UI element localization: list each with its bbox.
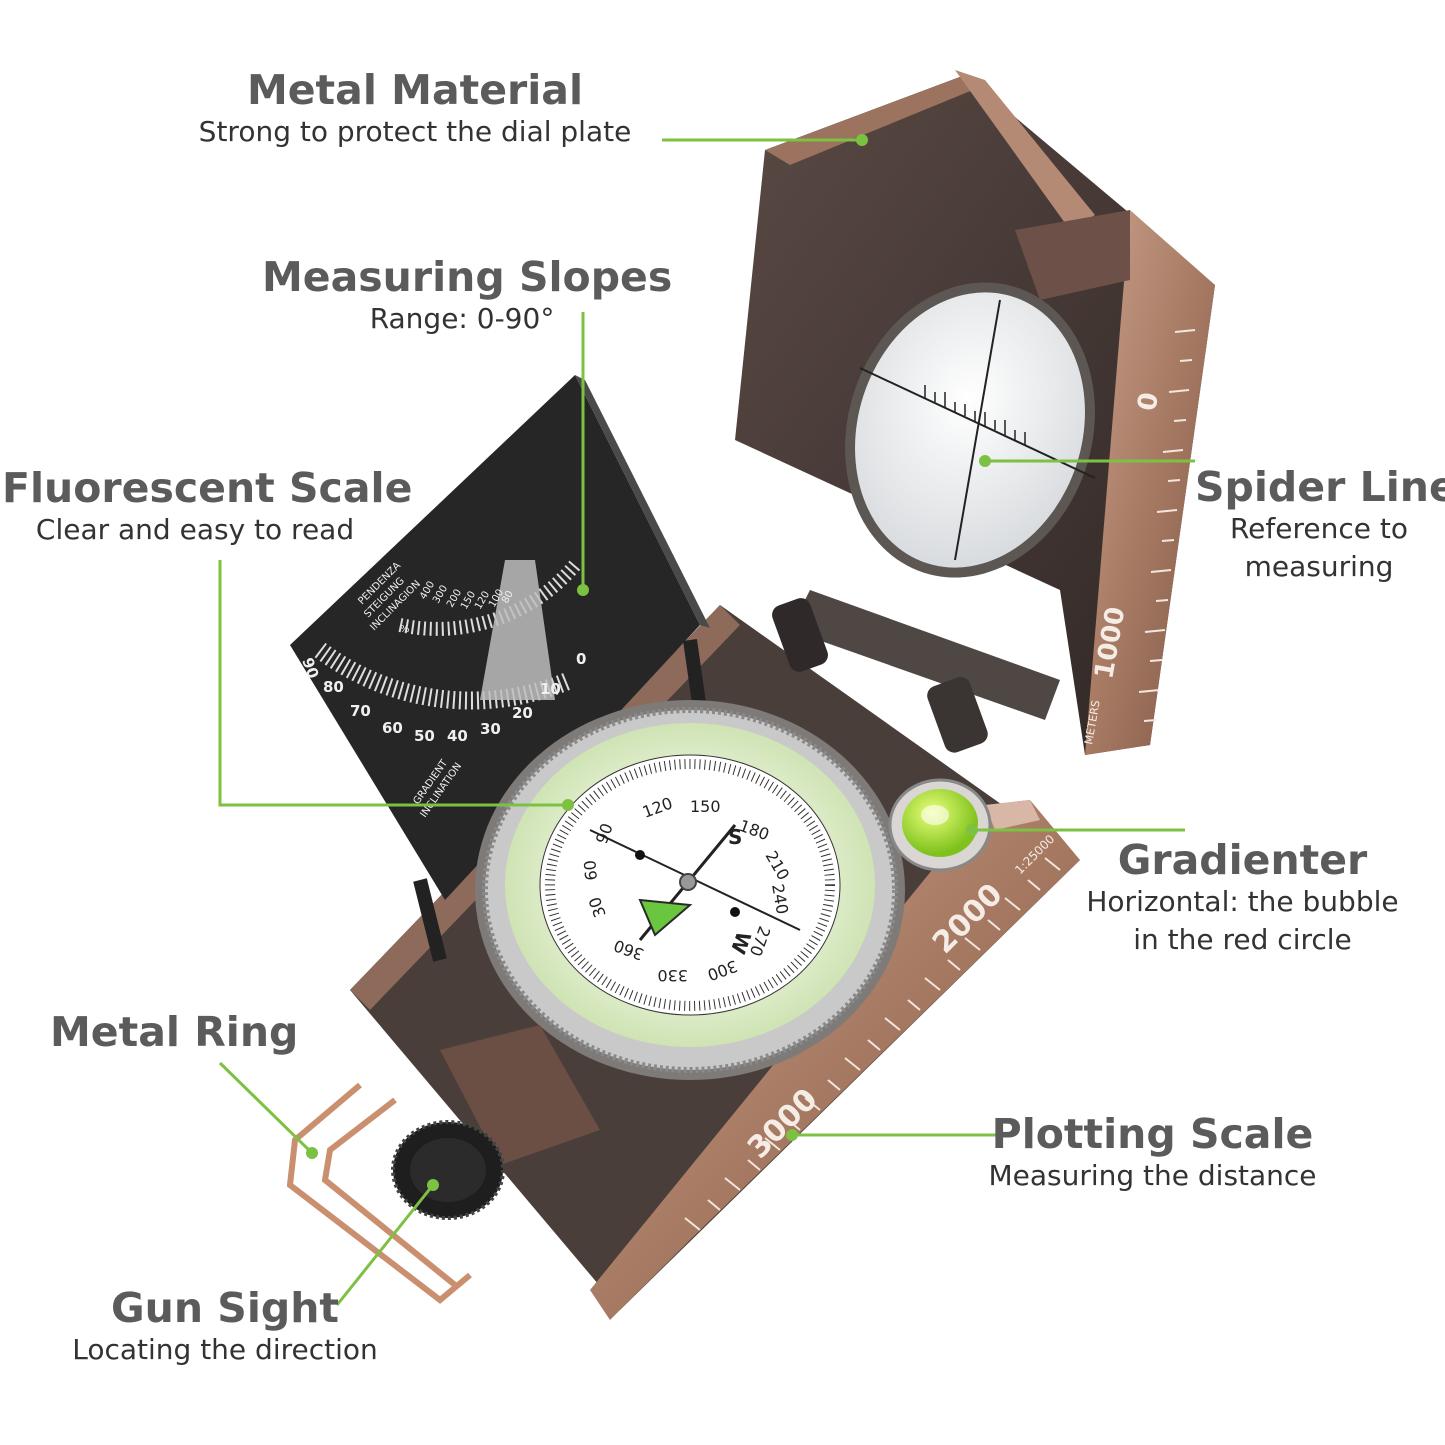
callout-leaders [218, 138, 1195, 1306]
callout-spider-line-subtitle-1: Reference to [1229, 512, 1408, 546]
clinometer-percent-labels: % 400 300 200 150 120 100 80 [400, 579, 516, 635]
compass-arrow [638, 898, 693, 937]
callout-fluorescent-scale: Fluorescent Scale Clear and easy to read [2, 464, 413, 549]
callout-measuring-slopes-title: Measuring Slopes [262, 253, 673, 301]
svg-text:50: 50 [414, 727, 435, 745]
svg-text:30: 30 [480, 720, 501, 738]
plotting-scale-rim [590, 800, 1080, 1320]
svg-text:80: 80 [323, 678, 344, 696]
svg-text:150: 150 [690, 797, 721, 816]
callout-plotting-scale-title: Plotting Scale [991, 1110, 1314, 1158]
svg-text:70: 70 [350, 702, 371, 720]
callout-gun-sight: Gun Sight Locating the direction [50, 1284, 400, 1369]
callout-metal-material: Metal Material Strong to protect the dia… [170, 66, 660, 151]
svg-text:20: 20 [512, 704, 533, 722]
metal-ring [286, 1082, 472, 1304]
callout-plotting-scale: Plotting Scale Measuring the distance [965, 1110, 1340, 1195]
callout-spider-line-subtitle-2: measuring [1244, 549, 1394, 583]
callout-gradienter-subtitle-2: in the red circle [1133, 922, 1352, 956]
svg-text:330: 330 [657, 966, 688, 985]
callout-spider-line: Spider Line Reference to measuring [1195, 463, 1445, 586]
dial-letter-s: S [728, 825, 742, 849]
svg-text:40: 40 [447, 727, 468, 745]
lid-scale-ticks [1138, 329, 1196, 722]
sighting-lens [845, 282, 1096, 578]
compass-dial [475, 700, 905, 1080]
callout-gun-sight-subtitle: Locating the direction [72, 1333, 378, 1367]
callout-metal-ring: Metal Ring [50, 1008, 310, 1056]
callout-metal-material-title: Metal Material [246, 66, 584, 114]
lid-hinge [772, 590, 1060, 753]
callout-gradienter-title: Gradienter [1117, 836, 1368, 884]
callout-fluorescent-scale-subtitle: Clear and easy to read [35, 513, 355, 547]
clinometer-plate [290, 375, 710, 900]
callout-plotting-scale-subtitle: Measuring the distance [988, 1159, 1317, 1193]
callout-metal-material-subtitle: Strong to protect the dial plate [198, 115, 632, 149]
spider-line-vertical [954, 299, 1001, 561]
clinometer-arm [683, 639, 707, 711]
callout-gradienter-subtitle-1: Horizontal: the bubble [1086, 885, 1399, 919]
spirit-level [888, 778, 992, 872]
callout-spider-line-title: Spider Line [1195, 463, 1445, 511]
callout-measuring-slopes-subtitle: Range: 0-90° [369, 302, 555, 336]
svg-text:10: 10 [540, 680, 561, 698]
svg-text:0: 0 [576, 650, 586, 668]
svg-text:%: % [400, 624, 410, 635]
svg-text:60: 60 [580, 859, 601, 881]
callout-measuring-slopes: Measuring Slopes Range: 0-90° [262, 253, 673, 338]
callout-fluorescent-scale-title: Fluorescent Scale [2, 464, 413, 512]
callout-metal-ring-title: Metal Ring [50, 1008, 299, 1056]
plotting-scale-ticks [684, 857, 1061, 1231]
clinometer-arm-left [413, 878, 447, 962]
lid-scale-0: 0 [1132, 390, 1165, 413]
callout-gradienter: Gradienter Horizontal: the bubble in the… [1060, 836, 1425, 959]
svg-text:60: 60 [382, 719, 403, 737]
callout-dots [306, 134, 991, 1191]
callout-gun-sight-title: Gun Sight [110, 1284, 340, 1332]
